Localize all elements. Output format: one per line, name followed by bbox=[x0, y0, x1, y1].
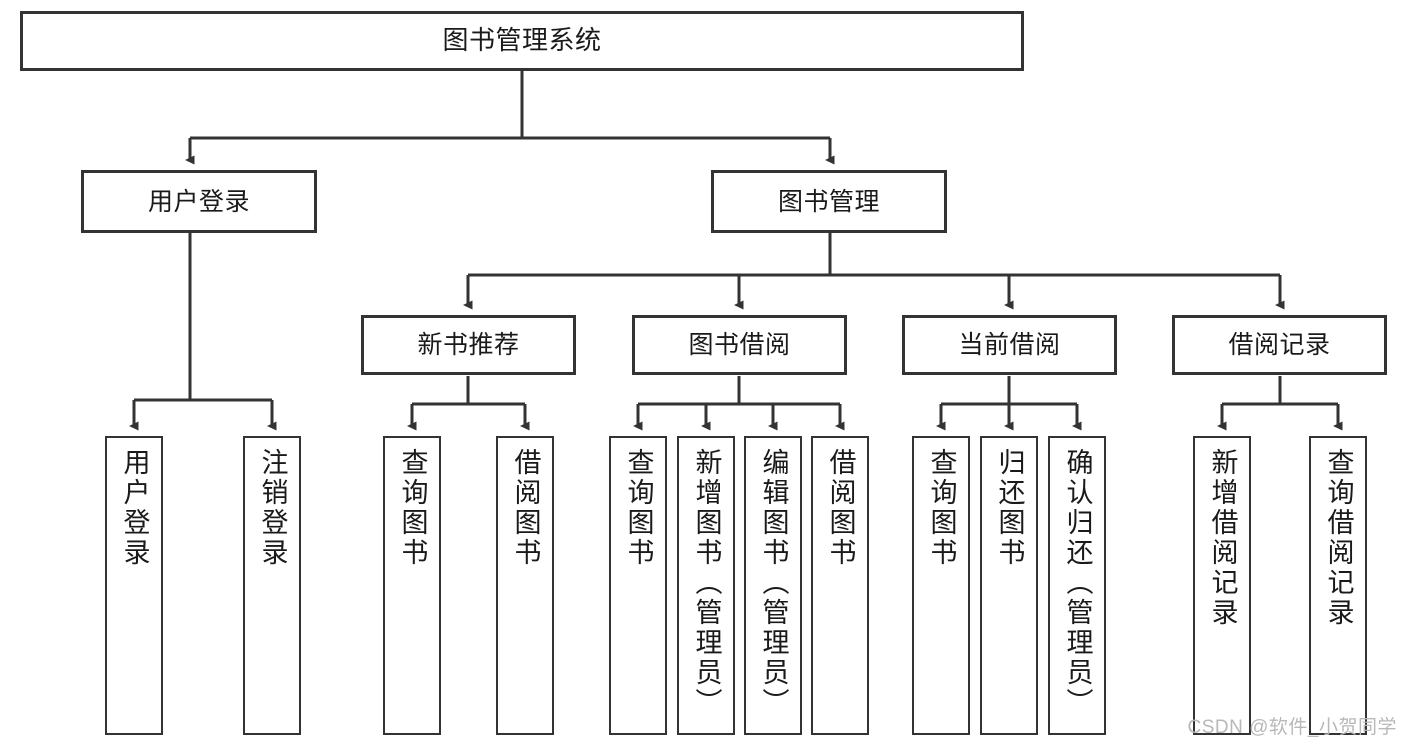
leaf-borrow-record-query[interactable]: 查询借阅记录 bbox=[1309, 436, 1367, 735]
node-label: 用户登录 bbox=[147, 187, 250, 216]
node-borrow-record[interactable]: 借阅记录 bbox=[1172, 315, 1387, 375]
node-label: 新增借阅记录 bbox=[1207, 448, 1238, 628]
leaf-user-login-login[interactable]: 用户登录 bbox=[105, 436, 163, 735]
node-label: 编辑图书（管理员） bbox=[758, 448, 789, 718]
leaf-new-book-borrow[interactable]: 借阅图书 bbox=[496, 436, 554, 735]
node-new-book-recommend[interactable]: 新书推荐 bbox=[361, 315, 576, 375]
node-label: 图书借阅 bbox=[688, 331, 791, 359]
leaf-current-borrow-query[interactable]: 查询图书 bbox=[912, 436, 970, 735]
node-label: 借阅图书 bbox=[510, 448, 541, 568]
node-current-borrow[interactable]: 当前借阅 bbox=[902, 315, 1117, 375]
node-label: 注销登录 bbox=[257, 448, 288, 568]
leaf-book-borrow-borrow[interactable]: 借阅图书 bbox=[811, 436, 869, 735]
node-label: 新书推荐 bbox=[417, 331, 520, 359]
csdn-watermark: CSDN @软件_小贺同学 bbox=[1187, 717, 1397, 738]
node-book-management[interactable]: 图书管理 bbox=[711, 170, 947, 233]
node-book-borrow[interactable]: 图书借阅 bbox=[632, 315, 847, 375]
node-label: 确认归还（管理员） bbox=[1062, 448, 1093, 718]
node-label: 用户登录 bbox=[119, 448, 150, 568]
leaf-current-borrow-confirm-return[interactable]: 确认归还（管理员） bbox=[1048, 436, 1106, 735]
node-label: 查询借阅记录 bbox=[1323, 448, 1354, 628]
node-label: 借阅图书 bbox=[825, 448, 856, 568]
leaf-borrow-record-add[interactable]: 新增借阅记录 bbox=[1193, 436, 1251, 735]
node-label: 新增图书（管理员） bbox=[691, 448, 722, 718]
leaf-book-borrow-query[interactable]: 查询图书 bbox=[609, 436, 667, 735]
node-user-login[interactable]: 用户登录 bbox=[81, 170, 317, 233]
leaf-book-borrow-add[interactable]: 新增图书（管理员） bbox=[677, 436, 735, 735]
leaf-user-login-logout[interactable]: 注销登录 bbox=[243, 436, 301, 735]
node-label: 查询图书 bbox=[397, 448, 428, 568]
node-root-book-management-system[interactable]: 图书管理系统 bbox=[20, 11, 1024, 71]
node-label: 查询图书 bbox=[623, 448, 654, 568]
node-label: 借阅记录 bbox=[1228, 331, 1331, 359]
node-label: 图书管理 bbox=[777, 187, 880, 216]
node-label: 图书管理系统 bbox=[442, 25, 602, 56]
node-label: 查询图书 bbox=[926, 448, 957, 568]
leaf-new-book-query[interactable]: 查询图书 bbox=[383, 436, 441, 735]
leaf-book-borrow-edit[interactable]: 编辑图书（管理员） bbox=[744, 436, 802, 735]
node-label: 归还图书 bbox=[994, 448, 1025, 568]
leaf-current-borrow-return[interactable]: 归还图书 bbox=[980, 436, 1038, 735]
node-label: 当前借阅 bbox=[958, 331, 1061, 359]
